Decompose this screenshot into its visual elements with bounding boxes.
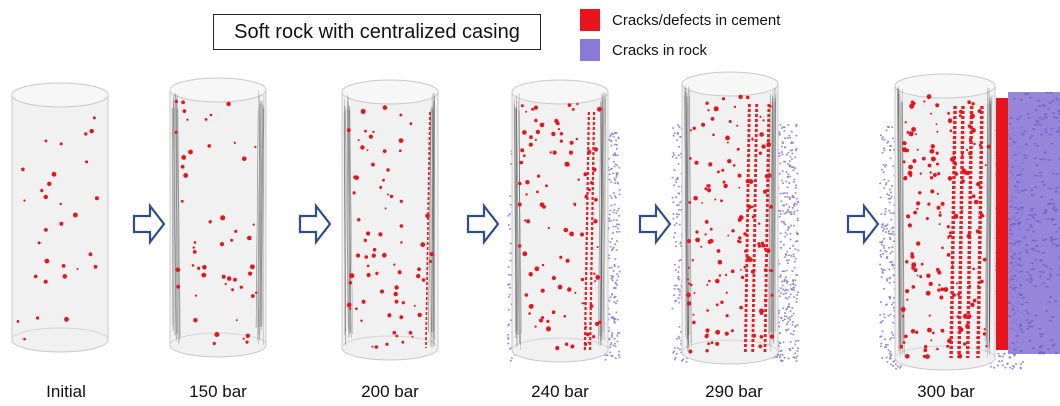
stage-label-200-bar: 200 bar xyxy=(361,382,419,401)
arrow-icon xyxy=(846,202,880,246)
arrow-icon xyxy=(132,202,166,246)
arrow-icon xyxy=(638,202,672,246)
legend-item-rock: Cracks in rock xyxy=(580,37,780,63)
legend: Cracks/defects in cement Cracks in rock xyxy=(580,7,780,67)
failure-zone-300-bar xyxy=(996,92,1060,355)
stage-label-240-bar: 240 bar xyxy=(531,382,589,401)
figure-title: Soft rock with centralized casing xyxy=(213,14,541,50)
stage-label-290-bar: 290 bar xyxy=(705,382,763,401)
stage-label-initial: Initial xyxy=(46,382,86,401)
cylinder-290-bar xyxy=(671,71,800,365)
legend-item-cement: Cracks/defects in cement xyxy=(580,7,780,33)
stage-label-300-bar: 300 bar xyxy=(917,382,975,401)
cylinder-240-bar xyxy=(507,79,621,363)
arrow-icon xyxy=(298,202,332,246)
legend-label-cement: Cracks/defects in cement xyxy=(612,11,781,29)
cylinder-200-bar xyxy=(341,79,439,361)
arrow-icon xyxy=(466,202,500,246)
legend-swatch-rock xyxy=(580,39,600,61)
cylinder-150-bar xyxy=(169,77,267,358)
legend-label-rock: Cracks in rock xyxy=(612,41,708,59)
cylinder-initial xyxy=(11,82,109,353)
stage-label-150-bar: 150 bar xyxy=(189,382,247,401)
legend-swatch-cement xyxy=(580,9,600,31)
